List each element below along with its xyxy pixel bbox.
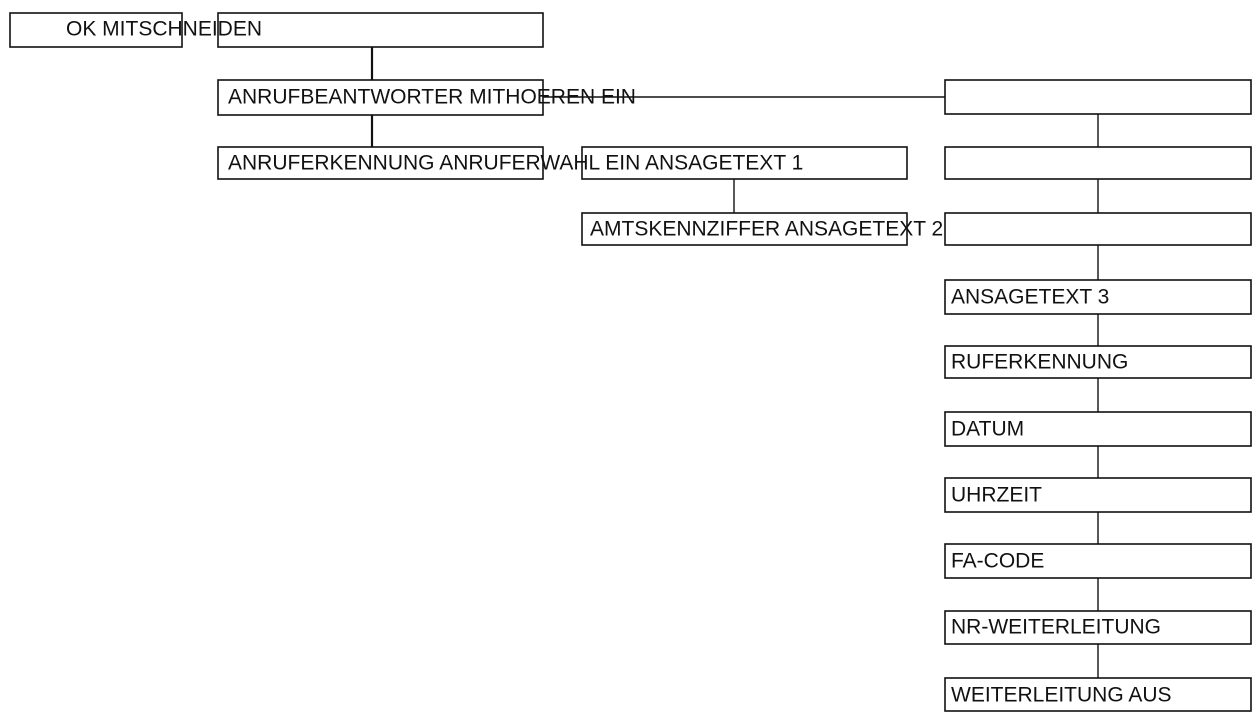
box-anruferkennung — [217, 146, 544, 180]
box-right-top — [944, 79, 1252, 115]
box-nr-weiterleitung — [944, 610, 1252, 645]
box-ruferkennung — [944, 345, 1252, 379]
box-datum — [944, 411, 1252, 447]
label-ansagetext-3: ANSAGETEXT 3 — [951, 286, 1109, 309]
box-ok — [9, 12, 183, 48]
label-amtskennziffer-ansagetext-2: AMTSKENNZIFFER ANSAGETEXT 2 — [590, 218, 943, 241]
label-datum: DATUM — [951, 418, 1024, 441]
box-ansagetext-2 — [944, 212, 1252, 246]
node-boxes — [9, 12, 1252, 712]
box-fa-code — [944, 543, 1252, 579]
box-anrufbeantworter — [217, 79, 544, 116]
label-ruferkennung: RUFERKENNUNG — [951, 351, 1128, 374]
box-uhrzeit — [944, 477, 1252, 513]
box-mitschneiden — [217, 12, 544, 48]
label-anrufbeantworter-mithoeren-ein: ANRUFBEANTWORTER MITHOEREN EIN — [228, 86, 636, 109]
box-amtskennziffer — [581, 212, 908, 246]
box-ansagetext-3 — [944, 279, 1252, 315]
box-weiterleitung-aus — [944, 677, 1252, 712]
box-anruferwahl — [581, 146, 908, 180]
node-labels: OK MITSCHNEIDEN ANRUFBEANTWORTER MITHOER… — [66, 18, 1172, 707]
box-ansagetext-1 — [944, 146, 1252, 180]
label-weiterleitung-aus: WEITERLEITUNG AUS — [951, 684, 1172, 707]
label-fa-code: FA-CODE — [951, 550, 1044, 573]
label-ok-mitschneiden: OK MITSCHNEIDEN — [66, 18, 262, 41]
connector-lines — [370, 47, 1099, 680]
label-anruferkennung-anruferwahl-ansagetext-1: ANRUFERKENNUNG ANRUFERWAHL EIN ANSAGETEX… — [228, 152, 803, 175]
label-nr-weiterleitung: NR-WEITERLEITUNG — [951, 616, 1161, 639]
label-uhrzeit: UHRZEIT — [951, 484, 1042, 507]
